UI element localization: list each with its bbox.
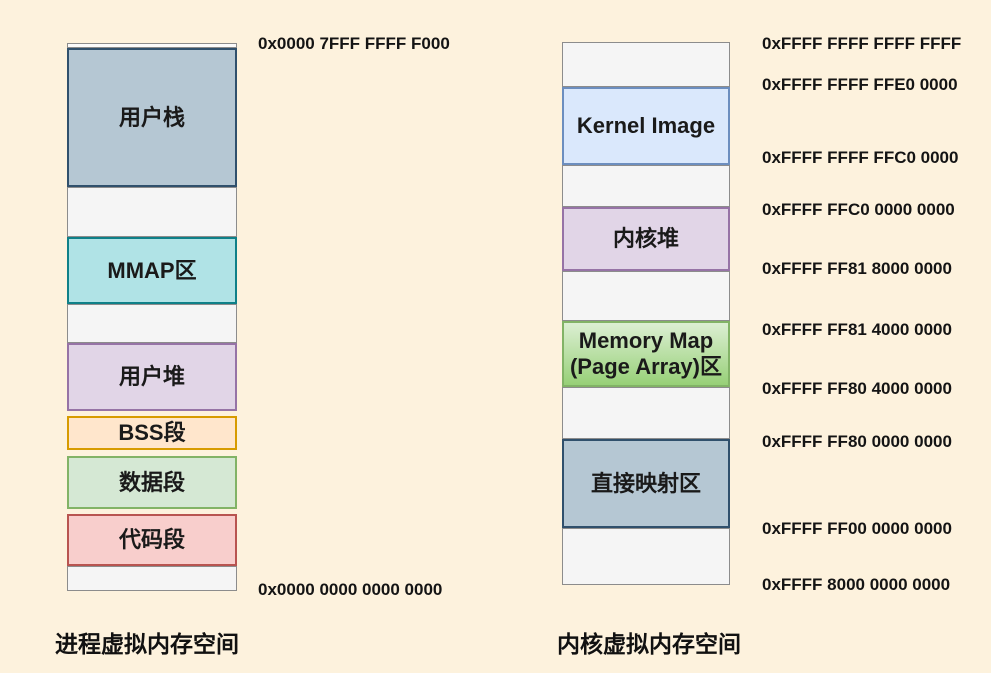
address-label: 0xFFFF FF81 4000 0000 — [762, 320, 952, 339]
block-mmap-area: MMAP区 — [67, 237, 237, 304]
block-code-segment: 代码段 — [67, 514, 237, 566]
block-label: 用户堆 — [118, 364, 185, 389]
block-label: 用户栈 — [118, 104, 185, 130]
block-kernel-bottom-gap — [562, 528, 730, 585]
address-label: 0xFFFF FF81 8000 0000 — [762, 259, 952, 278]
block-label: 内核堆 — [612, 226, 679, 251]
block-gap-below-stack — [67, 187, 237, 237]
block-gap-below-mmap — [67, 304, 237, 343]
block-kernel-top-gap — [562, 42, 730, 87]
address-label: 0xFFFF FF80 0000 0000 — [762, 432, 952, 451]
block-kernel-gap-2 — [562, 271, 730, 321]
block-top-gap — [67, 43, 237, 48]
block-label: 直接映射区 — [590, 470, 701, 496]
address-label: 0xFFFF FFFF FFE0 0000 — [762, 75, 958, 94]
block-memory-map-area: Memory Map (Page Array)区 — [562, 321, 730, 387]
address-label: 0xFFFF FFC0 0000 0000 — [762, 200, 955, 219]
block-kernel-gap-1 — [562, 165, 730, 207]
block-label: BSS段 — [118, 420, 186, 445]
block-label: 数据段 — [118, 469, 185, 495]
address-process-top: 0x0000 7FFF FFFF F000 — [258, 34, 450, 53]
block-direct-mapping-area: 直接映射区 — [562, 439, 730, 528]
block-label: 代码段 — [118, 527, 185, 552]
block-label-line1: Memory Map — [578, 328, 714, 353]
block-label-line2: (Page Array)区 — [569, 354, 722, 379]
address-process-bottom: 0x0000 0000 0000 0000 — [258, 580, 443, 599]
block-data-segment: 数据段 — [67, 456, 237, 509]
process-space-title: 进程虚拟内存空间 — [55, 631, 239, 657]
address-label: 0xFFFF FF80 4000 0000 — [762, 379, 952, 398]
block-label: MMAP区 — [107, 257, 197, 283]
block-label: Kernel Image — [576, 113, 716, 138]
block-kernel-image: Kernel Image — [562, 87, 730, 165]
address-label: 0xFFFF 8000 0000 0000 — [762, 575, 951, 594]
address-label: 0xFFFF FF00 0000 0000 — [762, 519, 952, 538]
address-label: 0xFFFF FFFF FFFF FFFF — [762, 34, 962, 53]
address-label: 0xFFFF FFFF FFC0 0000 — [762, 148, 959, 167]
block-user-stack: 用户栈 — [67, 48, 237, 187]
block-bottom-gap — [67, 566, 237, 591]
block-kernel-gap-3 — [562, 387, 730, 439]
kernel-space-title: 内核虚拟内存空间 — [557, 631, 741, 657]
block-kernel-heap: 内核堆 — [562, 207, 730, 271]
block-user-heap: 用户堆 — [67, 343, 237, 411]
block-bss-segment: BSS段 — [67, 416, 237, 450]
